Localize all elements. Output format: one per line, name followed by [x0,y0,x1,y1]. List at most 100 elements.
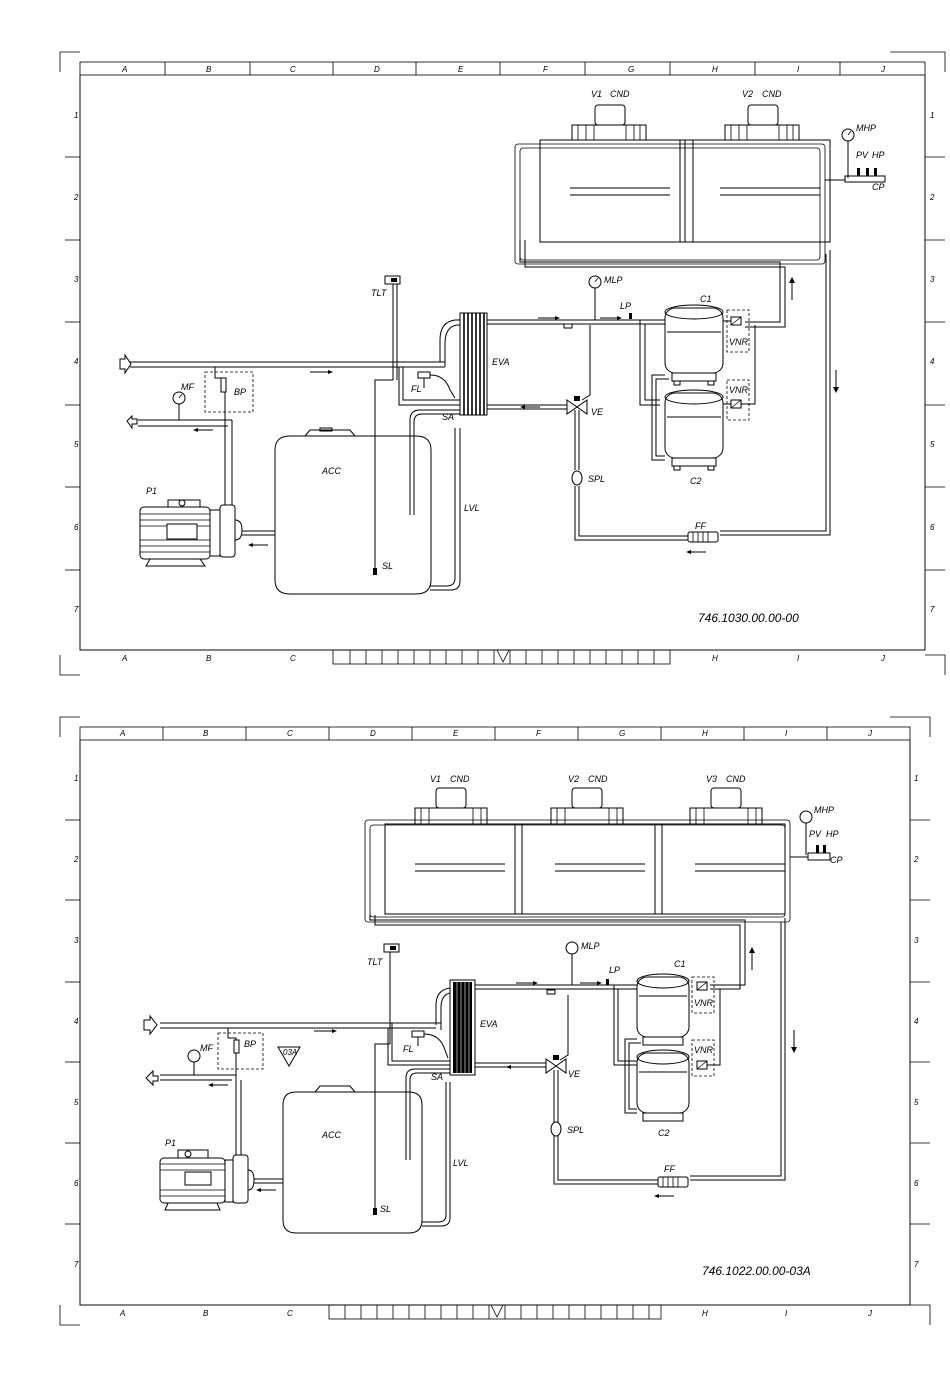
water-piping: MF BP FL SA TLT SL [119,275,480,591]
check-valve-vnr-top-2: VNR [691,976,715,1014]
column-label: C [290,654,296,663]
row-label: 3 [930,275,935,284]
c2-label-2: C2 [658,1128,670,1138]
row-label: 6 [914,1179,919,1188]
hp-label-2: HP [826,829,839,839]
mf-label: MF [181,382,194,392]
spl-label: SPL [588,474,605,484]
ff-label: FF [695,521,706,531]
row-label: 2 [73,193,79,202]
condenser-2-label: CND [762,89,782,99]
fan-v1-label: V1 [591,89,602,99]
mf-label-2: MF [200,1043,213,1053]
evaporator-eva-2: EVA [435,979,498,1076]
sa-label: SA [442,412,454,422]
row-label: 7 [914,1260,919,1269]
mlp-label: MLP [604,275,623,285]
lp-label: LP [620,301,631,311]
column-label: I [785,729,788,738]
column-label: A [119,1309,125,1318]
acc-label: ACC [321,466,342,476]
condenser-unit-2: V1 CND V2 CND V3 CND [364,774,791,923]
tlt-label-2: TLT [367,957,384,967]
row-label: 7 [930,605,935,614]
column-label: H [712,65,718,74]
column-label: B [203,729,209,738]
fan-v1-label-2: V1 [430,774,441,784]
column-label: F [536,729,542,738]
column-label: D [370,729,376,738]
column-label: C [287,729,293,738]
refrigerant-piping: MLP LP FF [487,240,839,554]
mhp-label: MHP [856,123,876,133]
column-label: E [453,729,459,738]
drawing-number-2: 746.1022.00.00-03A [702,1264,811,1278]
compressor-c2-2: C2 [636,1049,690,1138]
row-label: 4 [74,357,79,366]
row-label: 6 [930,523,935,532]
row-label: 3 [914,936,919,945]
fan-v2-label-2: V2 [568,774,579,784]
evaporator-eva: EVA [439,312,510,416]
sl-label-2: SL [380,1204,391,1214]
vnr-top-label: VNR [729,337,749,347]
column-label: A [121,654,127,663]
lvl-label: LVL [464,503,480,513]
pv-label-2: PV [809,829,822,839]
ve-label-2: VE [568,1069,581,1079]
vnr-bottom-label-2: VNR [694,1045,714,1055]
pump-p1-2: P1 [159,1138,283,1211]
row-label: 5 [930,440,935,449]
column-label: F [543,65,549,74]
column-label: G [628,65,634,74]
row-label: 5 [74,1098,79,1107]
compressor-c2: C2 [664,389,724,486]
vnr-bottom-label: VNR [729,385,749,395]
p1-label: P1 [146,486,157,496]
accumulator-tank-acc-2: ACC [282,1085,423,1234]
fan-v3-label-2: V3 [706,774,717,784]
column-label: A [121,65,127,74]
fl-label-2: FL [403,1044,414,1054]
check-valve-vnr-bottom: VNR [723,325,756,421]
column-label: B [203,1309,209,1318]
column-label: J [867,729,873,738]
row-label: 4 [930,357,935,366]
pressure-gauge-mhp: MHP [841,123,876,178]
bp-label: BP [234,387,246,397]
column-label: G [619,729,625,738]
cp-label-2: CP [830,855,843,865]
accumulator-tank-acc: ACC [274,427,432,595]
lp-label-2: LP [609,965,620,975]
column-label: J [880,65,886,74]
column-label: B [206,65,212,74]
column-label: I [797,654,800,663]
hp-label: HP [872,150,885,160]
ve-label: VE [591,407,604,417]
row-label: 5 [74,440,79,449]
tlt-label: TLT [371,288,388,298]
sl-label: SL [382,561,393,571]
row-label: 7 [74,605,79,614]
cnd-1-label-2: CND [450,774,470,784]
column-label: C [287,1309,293,1318]
scale-bar-2 [328,1304,662,1320]
row-label: 1 [74,111,78,120]
drawing-number: 746.1030.00.00-00 [698,611,799,625]
row-label: 1 [914,774,918,783]
condenser-1-label: CND [610,89,630,99]
vnr-top-label-2: VNR [694,998,714,1008]
row-label: 2 [913,855,919,864]
fan-v2-label: V2 [742,89,753,99]
compressor-c1-2: C1 [636,959,690,1046]
eva-label-2: EVA [480,1019,498,1029]
column-ticks-top [164,62,841,75]
c1-label: C1 [700,294,712,304]
column-label: I [785,1309,788,1318]
row-label: 6 [74,523,79,532]
condenser-unit: V1 CND V2 CND [514,89,831,265]
row-label: 2 [929,193,935,202]
fl-label: FL [411,384,422,394]
